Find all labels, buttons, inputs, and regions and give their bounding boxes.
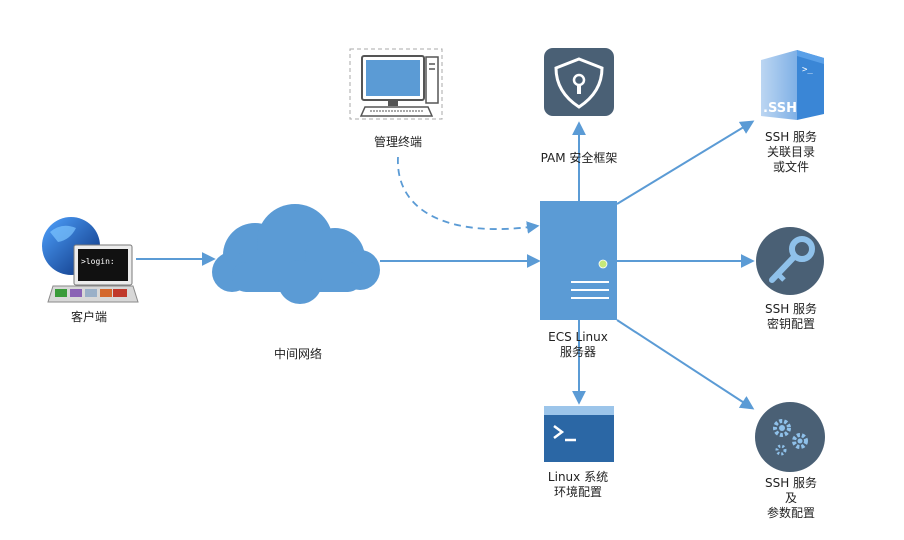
ssh-params-label-line2: 及 <box>784 491 797 505</box>
edge-admin-server <box>397 156 540 234</box>
edge-server-ssh-dir <box>616 120 755 205</box>
ssh-dir-label: SSH 服务 关联目录 或文件 <box>745 130 837 175</box>
server-icon <box>540 201 617 320</box>
cloud-icon <box>212 204 380 304</box>
server-label-line1: ECS Linux <box>548 330 608 344</box>
key-icon <box>756 227 824 295</box>
ssh-key-label: SSH 服务 密钥配置 <box>745 302 837 332</box>
admin-label-text: 管理终端 <box>373 135 422 149</box>
server-label-line2: 服务器 <box>559 345 596 359</box>
linux-env-label: Linux 系统 环境配置 <box>528 470 628 500</box>
terminal-icon <box>544 406 614 462</box>
network-label-text: 中间网络 <box>273 347 322 361</box>
ssh-badge-text: .SSH <box>763 101 797 116</box>
globe-laptop-icon: >login: <box>42 217 139 303</box>
network-label: 中间网络 <box>258 347 338 362</box>
pam-label-text: PAM 安全框架 <box>540 151 618 165</box>
ssh-key-label-line1: SSH 服务 <box>764 302 818 316</box>
ssh-prompt-text: >_ <box>802 65 813 75</box>
edge-server-ssh-params <box>616 319 755 410</box>
gears-icon <box>755 402 825 472</box>
ssh-params-label-line1: SSH 服务 <box>764 476 818 490</box>
ssh-params-label: SSH 服务 及 参数配置 <box>745 476 837 521</box>
pam-label: PAM 安全框架 <box>524 151 634 166</box>
client-label: 客户端 <box>55 310 123 325</box>
desktop-computer-icon <box>349 48 443 120</box>
ssh-dir-label-line3: 或文件 <box>772 160 809 174</box>
linux-env-label-line1: Linux 系统 <box>547 470 609 484</box>
shield-lock-icon <box>544 48 614 116</box>
admin-label: 管理终端 <box>358 135 438 150</box>
client-screen-text: >login: <box>81 257 115 266</box>
ssh-key-label-line2: 密钥配置 <box>766 317 815 331</box>
ssh-params-label-line3: 参数配置 <box>766 506 815 520</box>
ssh-dir-label-line1: SSH 服务 <box>764 130 818 144</box>
linux-env-label-line2: 环境配置 <box>553 485 602 499</box>
ssh-file-icon: >_ .SSH <box>761 50 824 120</box>
ssh-dir-label-line2: 关联目录 <box>766 145 815 159</box>
client-label-text: 客户端 <box>70 310 107 324</box>
server-label: ECS Linux 服务器 <box>528 330 628 360</box>
